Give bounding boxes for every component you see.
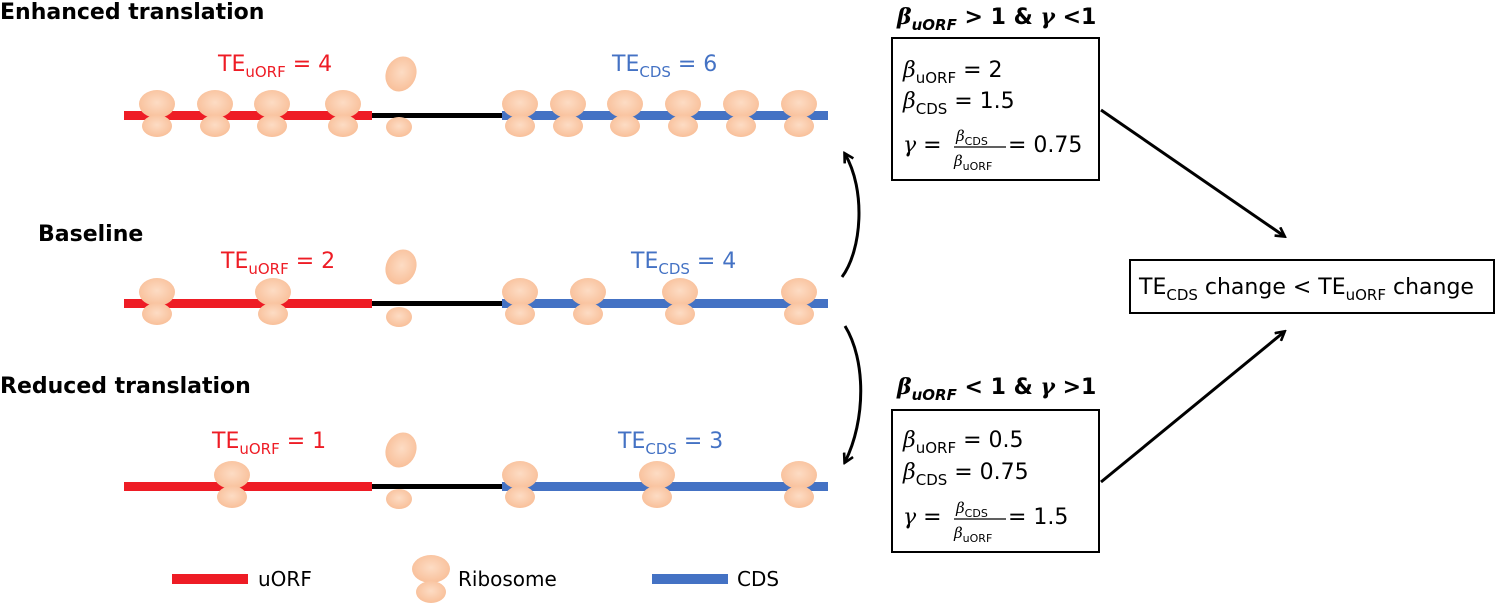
arrow-box1-to-result: [1100, 108, 1284, 236]
ribosome: [781, 90, 817, 137]
condition-box-enhanced: βuORF > 1 & γ <1 βuORF = 2 βCDS = 1.5 γ …: [891, 4, 1100, 181]
ribosomes-baseline: [139, 249, 817, 327]
scanning-ribosome: [385, 432, 417, 509]
parameter-box-enhanced: [891, 37, 1100, 181]
gamma-formula-reduced: γ = βCDS βuORF = 1.5: [903, 499, 1068, 545]
ribosome: [723, 90, 759, 137]
result-box-frame: [1129, 259, 1495, 314]
legend-ribosome-swatch: [412, 555, 450, 603]
beta-cds-reduced: βCDS = 0.75: [902, 460, 1029, 489]
scanning-ribosome: [385, 249, 417, 327]
te-uorf-label-baseline: TEuORF = 2: [220, 249, 335, 278]
row-reduced: Reduced translation TEuORF = 1 TECDS = 3: [0, 374, 828, 509]
curved-arrow-up: [840, 154, 861, 278]
beta-uorf-reduced: βuORF = 0.5: [902, 428, 1024, 457]
mrna-strand-enhanced: [124, 111, 828, 120]
ribosome: [254, 90, 290, 137]
te-cds-label-baseline: TECDS = 4: [630, 249, 736, 278]
ribosome: [781, 461, 817, 508]
gamma-value: = 0.75: [1008, 133, 1082, 158]
ribosome: [665, 90, 701, 137]
gamma-denominator: βuORF: [953, 524, 992, 545]
ribosome: [662, 278, 698, 325]
ribosome: [255, 278, 291, 325]
ribosomes-enhanced: [139, 56, 817, 137]
te-uorf-label-reduced: TEuORF = 1: [211, 429, 326, 458]
beta-uorf-enhanced: βuORF = 2: [902, 58, 1003, 87]
condition-heading-enhanced: βuORF > 1 & γ <1: [896, 4, 1096, 34]
legend-cds-swatch: [652, 574, 728, 584]
curved-arrow-down: [845, 325, 863, 462]
row-title-enhanced: Enhanced translation: [0, 0, 264, 25]
te-uorf-label-enhanced: TEuORF = 4: [217, 52, 332, 81]
row-title-baseline: Baseline: [38, 222, 143, 247]
gamma-symbol: γ =: [903, 505, 942, 530]
ribosome: [197, 90, 233, 137]
result-text: TECDS change < TEuORF change: [1138, 275, 1474, 304]
legend-uorf-label: uORF: [258, 567, 312, 591]
beta-cds-enhanced: βCDS = 1.5: [902, 89, 1015, 118]
legend-cds-label: CDS: [737, 567, 779, 591]
uorf-segment: [124, 111, 372, 120]
ribosome: [570, 278, 606, 325]
gamma-value: = 1.5: [1008, 505, 1068, 530]
uorf-segment: [124, 299, 372, 308]
ribosome: [139, 278, 175, 325]
row-title-reduced: Reduced translation: [0, 374, 251, 399]
ribosome: [550, 90, 586, 137]
result-box: TECDS change < TEuORF change: [1129, 259, 1495, 314]
te-cds-label-reduced: TECDS = 3: [617, 429, 723, 458]
gamma-numerator: βCDS: [955, 499, 988, 520]
ribosome: [214, 461, 250, 508]
condition-heading-reduced: βuORF < 1 & γ >1: [896, 374, 1096, 404]
linker-segment: [372, 301, 502, 306]
row-baseline: Baseline TEuORF = 2 TECDS = 4: [38, 222, 828, 327]
arrow-box2-to-result: [1100, 332, 1284, 484]
ribosome: [139, 90, 175, 137]
condition-box-reduced: βuORF < 1 & γ >1 βuORF = 0.5 βCDS = 0.75…: [891, 374, 1100, 553]
te-cds-label-enhanced: TECDS = 6: [611, 52, 717, 81]
gamma-denominator: βuORF: [953, 152, 992, 173]
legend-uorf-swatch: [172, 574, 248, 584]
cds-segment: [502, 111, 828, 120]
gamma-symbol: γ =: [903, 133, 942, 158]
row-enhanced: Enhanced translation TEuORF = 4 TECDS = …: [0, 0, 828, 137]
legend: uORF Ribosome CDS: [172, 555, 779, 603]
cds-segment: [502, 299, 828, 308]
mrna-strand-baseline: [124, 299, 828, 308]
linker-segment: [372, 484, 502, 489]
linker-segment: [372, 113, 502, 118]
ribosome: [502, 278, 538, 325]
gamma-formula-enhanced: γ = βCDS βuORF = 0.75: [903, 127, 1082, 173]
ribosome: [502, 90, 538, 137]
ribosome: [639, 461, 675, 508]
uorf-segment: [124, 482, 372, 491]
ribosomes-reduced: [214, 432, 817, 509]
gamma-numerator: βCDS: [955, 127, 988, 148]
parameter-box-reduced: [891, 409, 1100, 553]
ribosome: [781, 278, 817, 325]
scanning-ribosome: [385, 56, 417, 137]
ribosome: [607, 90, 643, 137]
legend-ribosome-label: Ribosome: [458, 567, 557, 591]
ribosome: [502, 461, 538, 508]
ribosome: [325, 90, 361, 137]
